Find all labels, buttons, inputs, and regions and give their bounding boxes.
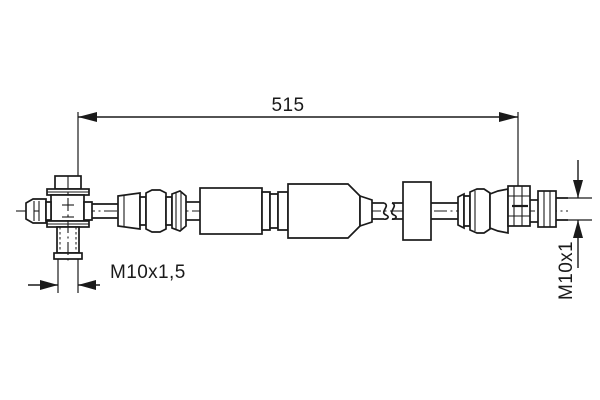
crimp-ferrule-right [457,187,509,235]
spring-guard-bead [139,189,187,233]
mounting-bracket-clip [402,181,458,241]
crimp-ferrule-left [117,192,141,230]
overall-length-label: 515 [272,95,305,116]
union-nut-right [507,185,531,227]
banjo-fitting-block [45,175,93,262]
taper-transition [359,194,384,228]
right-thread-label: M10x1 [556,241,577,300]
protective-sleeve-mid-left [199,187,263,235]
left-hose-end-ferrule [16,198,47,224]
protective-sleeve-mid-right [287,183,361,239]
overall-length-dimension [77,112,519,198]
left-thread-label: M10x1,5 [110,262,186,283]
right-thread-dimension [556,160,592,268]
right-thread-end [530,190,568,228]
left-thread-dimension [28,259,100,293]
hose-segment-left [92,203,118,219]
hose-segment-2 [186,201,200,221]
hose-break-symbol [382,202,403,221]
ring-collar [261,191,289,231]
